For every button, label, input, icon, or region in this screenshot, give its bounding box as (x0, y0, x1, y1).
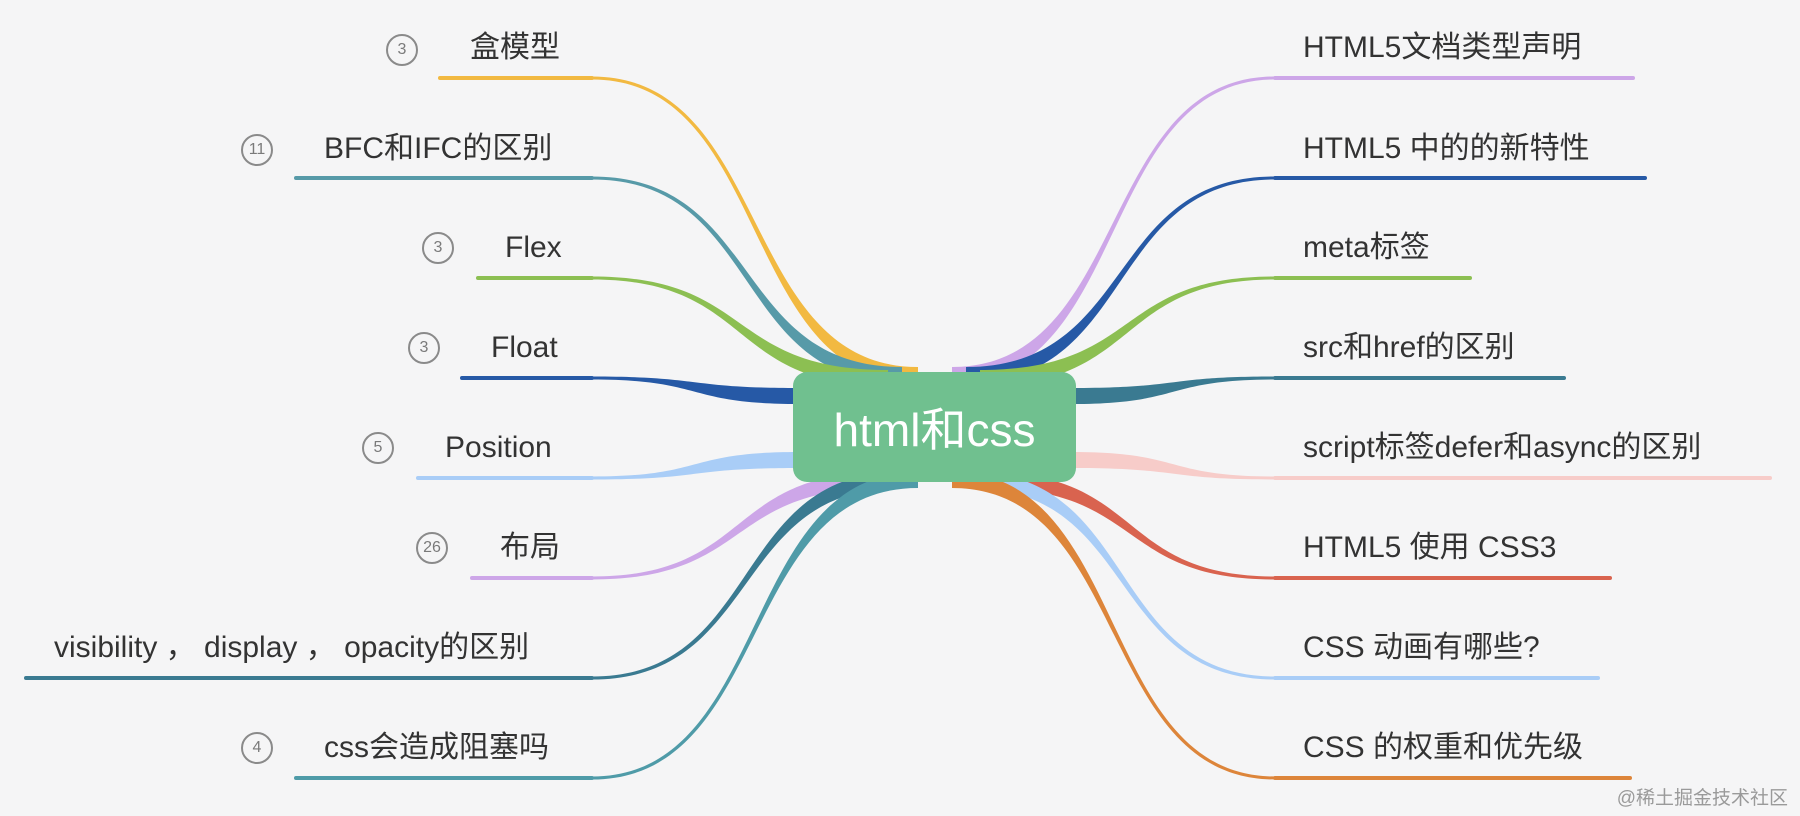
left-branch-5-label[interactable]: Position (445, 431, 552, 464)
left-branch-6-connector (592, 472, 885, 580)
left-branch-3-label[interactable]: Flex (505, 231, 562, 264)
left-branch-3-connector (592, 276, 888, 386)
right-branch-5-connector (1072, 452, 1275, 480)
left-branch-4-count-badge: 3 (408, 332, 440, 364)
left-branch-5-count-badge: 5 (362, 432, 394, 464)
right-branch-2-connector (966, 176, 1275, 383)
root-node[interactable]: html和css (793, 372, 1076, 482)
right-branch-5-label[interactable]: script标签defer和async的区别 (1303, 431, 1702, 464)
left-branch-1-label[interactable]: 盒模型 (470, 31, 560, 64)
right-branch-6-label[interactable]: HTML5 使用 CSS3 (1303, 531, 1557, 564)
left-branch-8-label[interactable]: css会造成阻塞吗 (324, 731, 549, 764)
right-branch-8-connector (952, 472, 1275, 780)
right-branch-4-label[interactable]: src和href的区别 (1303, 331, 1515, 364)
left-branch-6-count-badge: 26 (416, 532, 448, 564)
left-branch-7-label[interactable]: visibility ， display ， opacity的区别 (54, 631, 530, 664)
left-branch-1-connector (592, 76, 918, 383)
left-branch-6-label[interactable]: 布局 (500, 531, 560, 564)
left-branch-7-connector (592, 472, 900, 680)
left-branch-2-connector (592, 176, 902, 383)
right-branch-2-label[interactable]: HTML5 中的的新特性 (1303, 132, 1590, 165)
watermark: @稀土掘金技术社区 (1616, 788, 1788, 809)
left-branch-2-count-badge: 11 (241, 134, 273, 166)
left-branch-5-connector (592, 452, 798, 480)
left-branch-4-connector (592, 376, 798, 404)
right-branch-1-label[interactable]: HTML5文档类型声明 (1303, 31, 1582, 64)
right-branch-6-connector (985, 472, 1275, 580)
right-branch-3-connector (980, 276, 1275, 386)
right-branch-7-label[interactable]: CSS 动画有哪些? (1303, 631, 1540, 664)
left-branch-8-connector (592, 472, 918, 780)
left-branch-8-count-badge: 4 (241, 732, 273, 764)
right-branch-8-label[interactable]: CSS 的权重和优先级 (1303, 731, 1584, 764)
right-branch-7-connector (970, 472, 1275, 680)
root-node-label: html和css (833, 404, 1036, 456)
left-branch-3-count-badge: 3 (422, 232, 454, 264)
left-branch-2-label[interactable]: BFC和IFC的区别 (324, 132, 553, 165)
left-branch-1-count-badge: 3 (386, 34, 418, 66)
right-branch-3-label[interactable]: meta标签 (1303, 231, 1430, 264)
right-branch-1-connector (952, 76, 1275, 383)
left-branch-4-label[interactable]: Float (491, 331, 558, 364)
right-branch-4-connector (1072, 376, 1275, 404)
